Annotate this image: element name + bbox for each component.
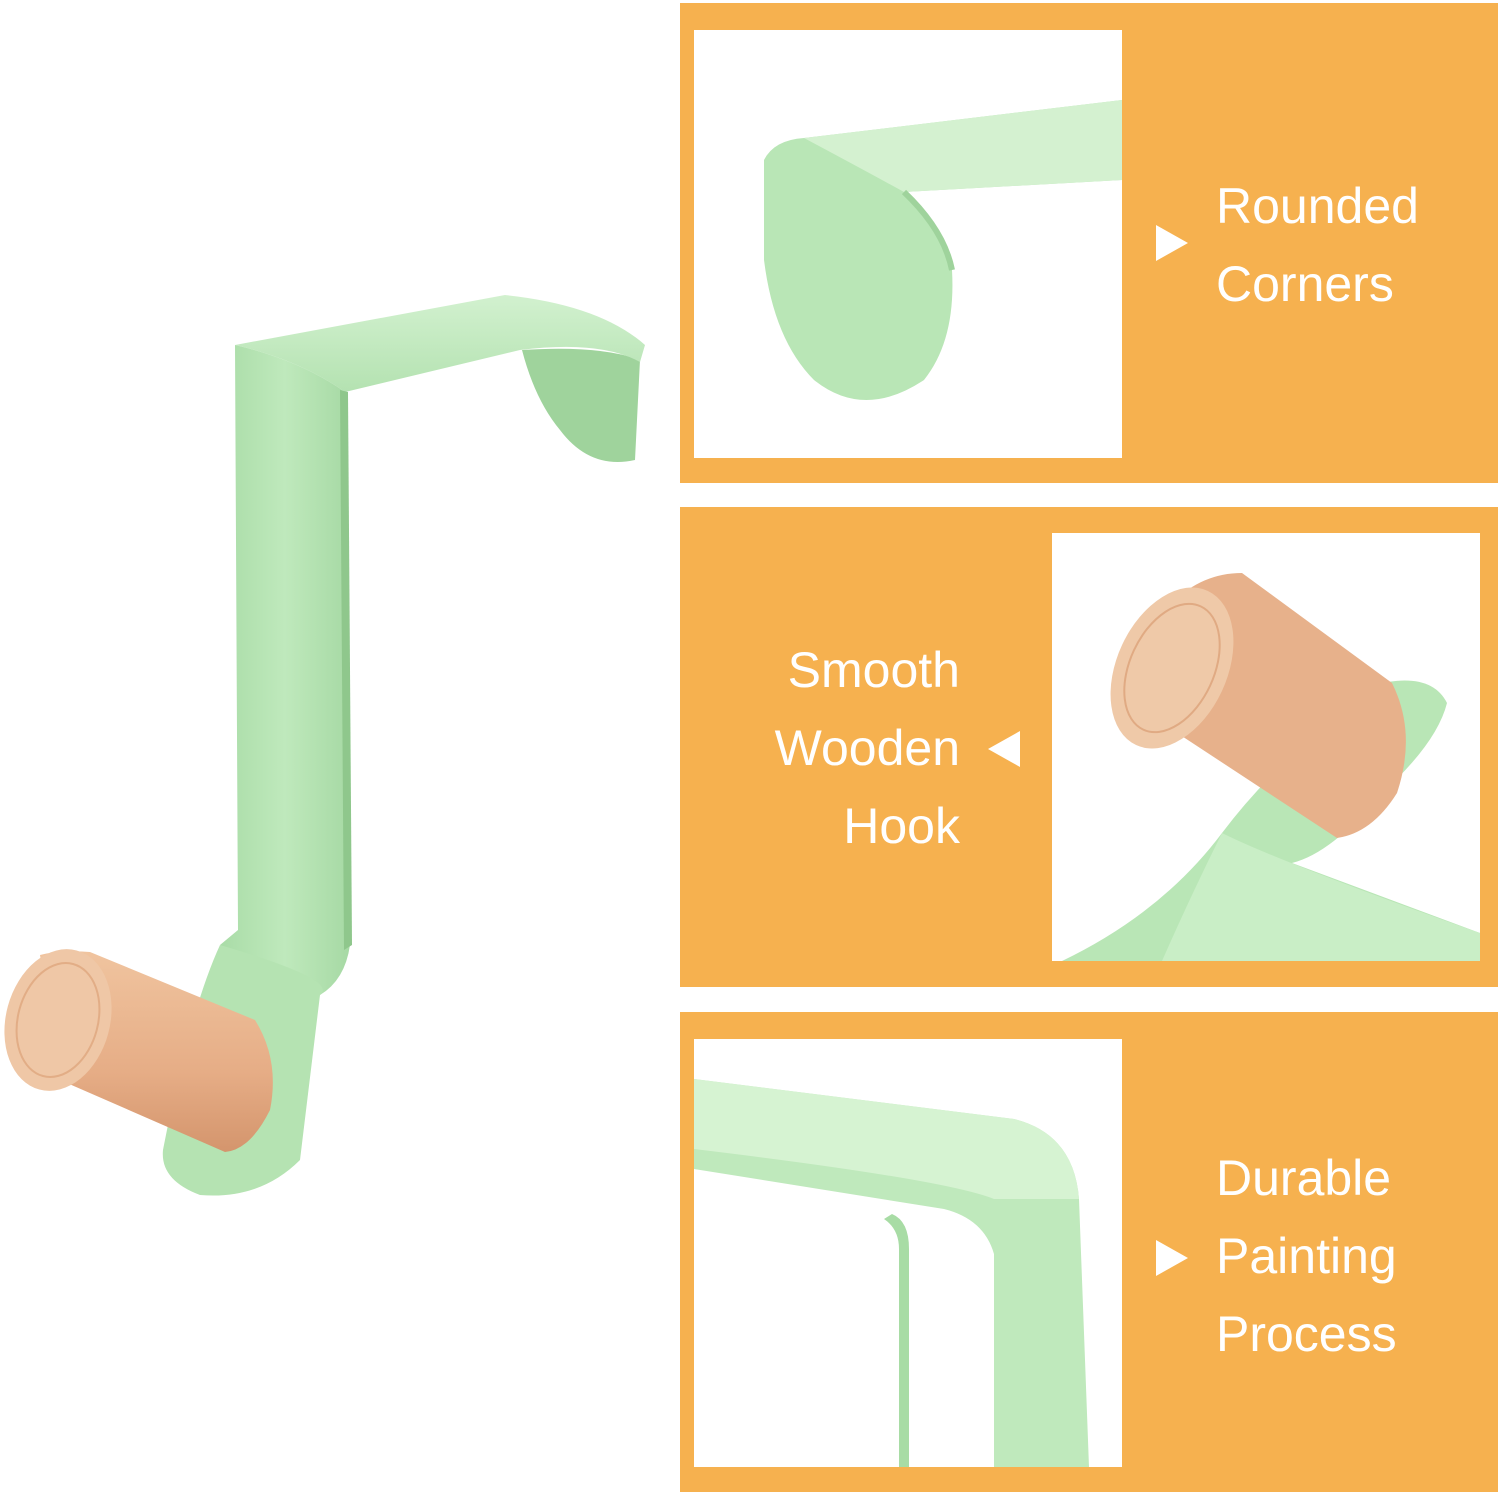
wooden-hook-illustration [1062, 573, 1480, 961]
rounded-corner-illustration [764, 100, 1122, 400]
caption-arrow-right-icon [1156, 225, 1188, 261]
feature-caption: Durable Painting Process [1216, 1139, 1397, 1373]
caption-arrow-right-icon [1156, 1240, 1188, 1276]
feature-caption: Smooth Wooden Hook [700, 631, 960, 865]
feature-caption: Rounded Corners [1216, 167, 1419, 323]
hook-illustration [4, 295, 645, 1196]
wooden-hook-closeup-image [1052, 533, 1480, 961]
hero-product-image [0, 0, 680, 1494]
caption-line: Corners [1216, 256, 1394, 312]
caption-line: Rounded [1216, 178, 1419, 234]
feature-panel-durable-painting-process: Durable Painting Process [680, 1012, 1498, 1492]
caption-arrow-left-icon [988, 731, 1020, 767]
caption-line: Process [1216, 1306, 1397, 1362]
caption-line: Wooden [774, 720, 960, 776]
painted-surface-illustration [694, 1079, 1089, 1467]
feature-panel-rounded-corners: Rounded Corners [680, 3, 1498, 483]
painted-surface-closeup-image [694, 1039, 1122, 1467]
caption-line: Durable [1216, 1150, 1392, 1206]
caption-line: Hook [843, 798, 960, 854]
caption-line: Painting [1216, 1228, 1397, 1284]
rounded-corner-closeup-image [694, 30, 1122, 458]
feature-panel-smooth-wooden-hook: Smooth Wooden Hook [680, 507, 1498, 987]
caption-line: Smooth [787, 642, 960, 698]
